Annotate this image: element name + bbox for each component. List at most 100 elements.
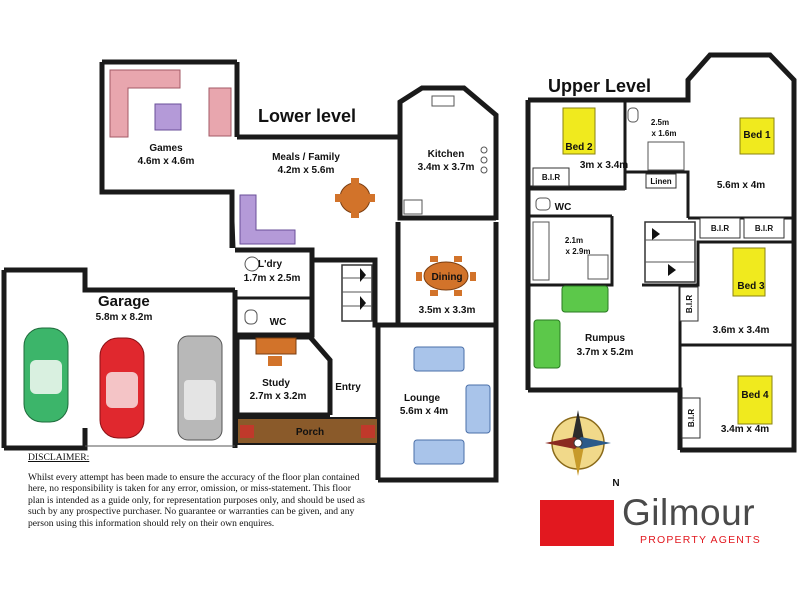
disclaimer-title: DISCLAIMER: [28, 452, 90, 463]
porch-plant-right [361, 425, 375, 438]
lounge-size: 5.6m x 4m [400, 406, 448, 417]
laundry-size-line1: 1.7m x 2.5m [244, 273, 301, 284]
bed2-name: Bed 2 [565, 142, 593, 153]
meals-name: Meals / Family [272, 152, 340, 163]
wall-meals-left [230, 194, 236, 249]
lounge-sofas [413, 346, 491, 465]
linen-box [645, 173, 677, 189]
logo-name: Gilmour [622, 492, 756, 533]
meals-size: 4.2m x 5.6m [278, 165, 335, 176]
ensuite-size-line2: x 2.9m [566, 247, 591, 256]
upper-level-plan [525, 52, 797, 453]
wall-bath [625, 170, 690, 218]
bath-size-line2: x 1.6m [652, 129, 677, 138]
bed4-size: 3.4m x 4m [721, 424, 769, 435]
garage-size: 5.8m x 8.2m [96, 312, 153, 323]
compass-rose [545, 410, 611, 476]
lounge-name: Lounge [404, 393, 441, 404]
ensuite-shower [587, 254, 609, 280]
wc-toilet-lower [244, 309, 258, 325]
games-name: Games [149, 143, 183, 154]
dining-size: 3.5m x 3.3m [419, 305, 476, 316]
games-ottoman [154, 103, 182, 131]
wc-upper-label: WC [555, 202, 572, 213]
bed3-name: Bed 3 [737, 281, 765, 292]
disclaimer-body: Whilst every attempt has been made to en… [28, 471, 365, 529]
bed1-size: 5.6m x 4m [717, 180, 765, 191]
games-size: 4.6m x 4.6m [138, 156, 195, 167]
porch-plant-left [240, 425, 254, 438]
wall-garage-top [4, 267, 235, 293]
bed2-size: 3m x 3.4m [580, 160, 628, 171]
wc-upper-toilet [535, 197, 551, 211]
bed2-bed [562, 107, 596, 155]
rumpus-sofa-left [533, 319, 561, 369]
wall-ensuite [528, 216, 614, 287]
porch-deck [236, 417, 379, 445]
ensuite-bath [532, 221, 550, 281]
rumpus-sofa-top [561, 285, 609, 313]
upper-level-title: Upper Level [548, 76, 651, 96]
disclaimer-block: DISCLAIMER: Whilst every attempt has bee… [28, 452, 368, 530]
stairs-lower [341, 264, 373, 322]
rumpus-name: Rumpus [585, 333, 625, 344]
bath-shower [647, 141, 685, 171]
study-desk [255, 337, 297, 366]
wall-kitchen-bench [397, 137, 496, 221]
wc-lower-label: WC [270, 317, 287, 328]
bir-bed4-box [681, 397, 701, 439]
agency-logo: Gilmour PROPERTY AGENTS [540, 492, 790, 552]
bath-size-line1: 2.5m [651, 118, 669, 127]
bed4-bed [737, 375, 773, 425]
bir-bed3-label: B.I.R [685, 295, 694, 313]
bed4-name: Bed 4 [741, 390, 769, 401]
kitchen-size: 3.4m x 3.7m [418, 162, 475, 173]
rumpus-size: 3.7m x 5.2m [577, 347, 634, 358]
wall-study [234, 337, 330, 418]
stairs-upper [644, 221, 696, 283]
lower-level-plan [1, 59, 499, 483]
wall-lounge [378, 322, 499, 483]
garage-name: Garage [98, 293, 150, 310]
wall-upper-outer-top [528, 52, 797, 453]
laundry-name: L'dry [258, 259, 282, 270]
bath-toilet [627, 107, 639, 123]
study-name: Study [262, 378, 290, 389]
bed1-name: Bed 1 [743, 130, 771, 141]
bir-bed2-box [532, 167, 570, 187]
car-green [23, 327, 69, 423]
car-silver [177, 335, 223, 441]
compass-north-label: N [612, 478, 619, 489]
dining-name: Dining [431, 272, 462, 283]
car-red [99, 337, 145, 439]
wall-garage-bottom-a [4, 428, 88, 451]
bir-bed2-label: B.I.R [542, 173, 560, 182]
bed3-size: 3.6m x 3.4m [713, 325, 770, 336]
linen-label: Linen [650, 177, 671, 186]
bir-bed4-label: B.I.R [687, 409, 696, 427]
kitchen-appliances [403, 95, 488, 215]
porch-label: Porch [296, 427, 324, 438]
bir-bed1-b-box [743, 217, 785, 239]
meals-sofa [239, 194, 296, 245]
entry-label: Entry [335, 382, 361, 393]
laundry-tub [244, 256, 260, 272]
bed1-bed [739, 117, 775, 155]
bed3-bed [732, 247, 766, 297]
meals-table-set [335, 178, 375, 218]
games-sofa [109, 69, 232, 138]
wall-bed3-top [642, 240, 794, 287]
logo-subtitle: PROPERTY AGENTS [640, 534, 761, 546]
kitchen-name: Kitchen [428, 149, 465, 160]
wall-study-top [237, 334, 333, 415]
logo-red-block [540, 500, 614, 546]
dining-table [416, 256, 476, 296]
lower-level-title: Lower level [258, 106, 356, 126]
bir-bed1-a-box [699, 217, 741, 239]
study-size: 2.7m x 3.2m [250, 391, 307, 402]
bir-bed1-b-label: B.I.R [755, 224, 773, 233]
bir-bed1-a-label: B.I.R [711, 224, 729, 233]
ensuite-size-line1: 2.1m [565, 236, 583, 245]
